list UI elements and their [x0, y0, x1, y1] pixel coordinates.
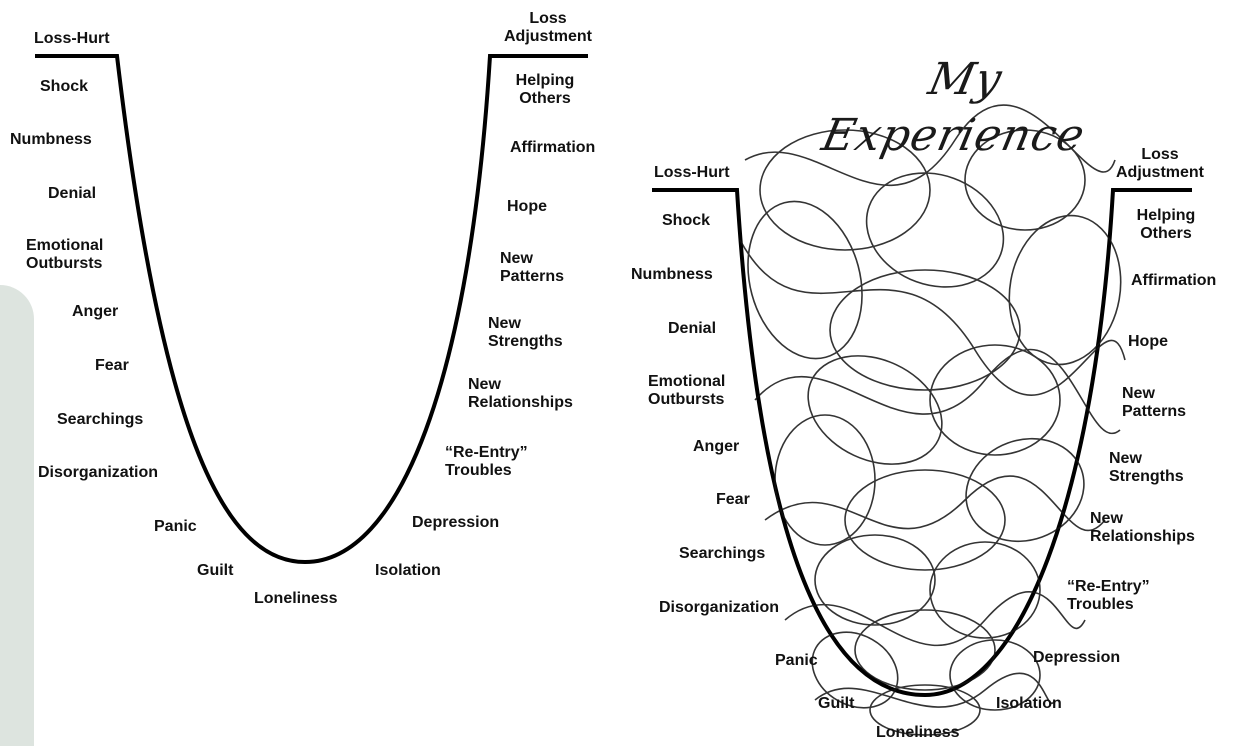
right-stage-affirmation: Affirmation: [1131, 272, 1217, 289]
left-stage-emotional-outbursts: Emotional Outbursts: [26, 237, 104, 272]
right-grief-curve: [652, 188, 1192, 698]
left-start-label: Loss-Hurt: [34, 30, 110, 47]
right-stage-hope: Hope: [1128, 333, 1168, 350]
left-stage-numbness: Numbness: [10, 131, 92, 148]
right-stage-new-patterns: New Patterns: [1122, 385, 1187, 420]
right-stage-numbness: Numbness: [631, 266, 713, 283]
left-grief-curve: [35, 54, 588, 565]
right-stage-disorganization: Disorganization: [659, 599, 780, 616]
left-stage-affirmation: Affirmation: [510, 139, 596, 156]
decorative-side-band: [0, 285, 34, 746]
left-end-label: Loss Adjustment: [504, 10, 592, 45]
left-stage-new-strengths: New Strengths: [488, 315, 563, 350]
right-start-label: Loss-Hurt: [654, 164, 730, 181]
right-stage-shock: Shock: [662, 212, 711, 229]
left-stage-anger: Anger: [72, 303, 119, 320]
left-stage-helping-others: Helping Others: [515, 72, 575, 107]
left-stage-searchings: Searchings: [57, 411, 144, 428]
left-stage-disorganization: Disorganization: [38, 464, 159, 481]
right-stage-anger: Anger: [693, 438, 740, 455]
right-stage-fear: Fear: [716, 491, 750, 508]
left-stage-shock: Shock: [40, 78, 89, 95]
left-stage-hope: Hope: [507, 198, 547, 215]
left-stage-guilt: Guilt: [197, 562, 234, 579]
right-stage-loneliness: Loneliness: [876, 724, 960, 741]
right-stage-reentry-troubles: “Re-Entry” Troubles: [1067, 578, 1150, 613]
right-stage-new-strengths: New Strengths: [1109, 450, 1184, 485]
left-stage-reentry-troubles: “Re-Entry” Troubles: [445, 444, 528, 479]
left-stage-panic: Panic: [154, 518, 197, 535]
left-stage-depression: Depression: [412, 514, 500, 531]
right-stage-searchings: Searchings: [679, 545, 766, 562]
right-stage-helping-others: Helping Others: [1136, 207, 1196, 242]
right-stage-depression: Depression: [1033, 649, 1121, 666]
left-stage-loneliness: Loneliness: [254, 590, 338, 607]
left-stage-denial: Denial: [48, 185, 97, 202]
right-stage-isolation: Isolation: [996, 695, 1062, 712]
right-stage-new-relationships: New Relationships: [1090, 510, 1195, 545]
right-stage-panic: Panic: [775, 652, 818, 669]
right-stage-emotional-outbursts: Emotional Outbursts: [648, 373, 726, 408]
left-stage-isolation: Isolation: [375, 562, 441, 579]
my-experience-heading: My Experience: [817, 54, 1090, 161]
left-stage-fear: Fear: [95, 357, 129, 374]
left-stage-new-patterns: New Patterns: [500, 250, 565, 285]
right-stage-guilt: Guilt: [818, 695, 855, 712]
right-end-label: Loss Adjustment: [1116, 146, 1204, 181]
right-stage-denial: Denial: [668, 320, 717, 337]
left-stage-new-relationships: New Relationships: [468, 376, 573, 411]
scribble-tangle-illustration: [739, 104, 1126, 736]
